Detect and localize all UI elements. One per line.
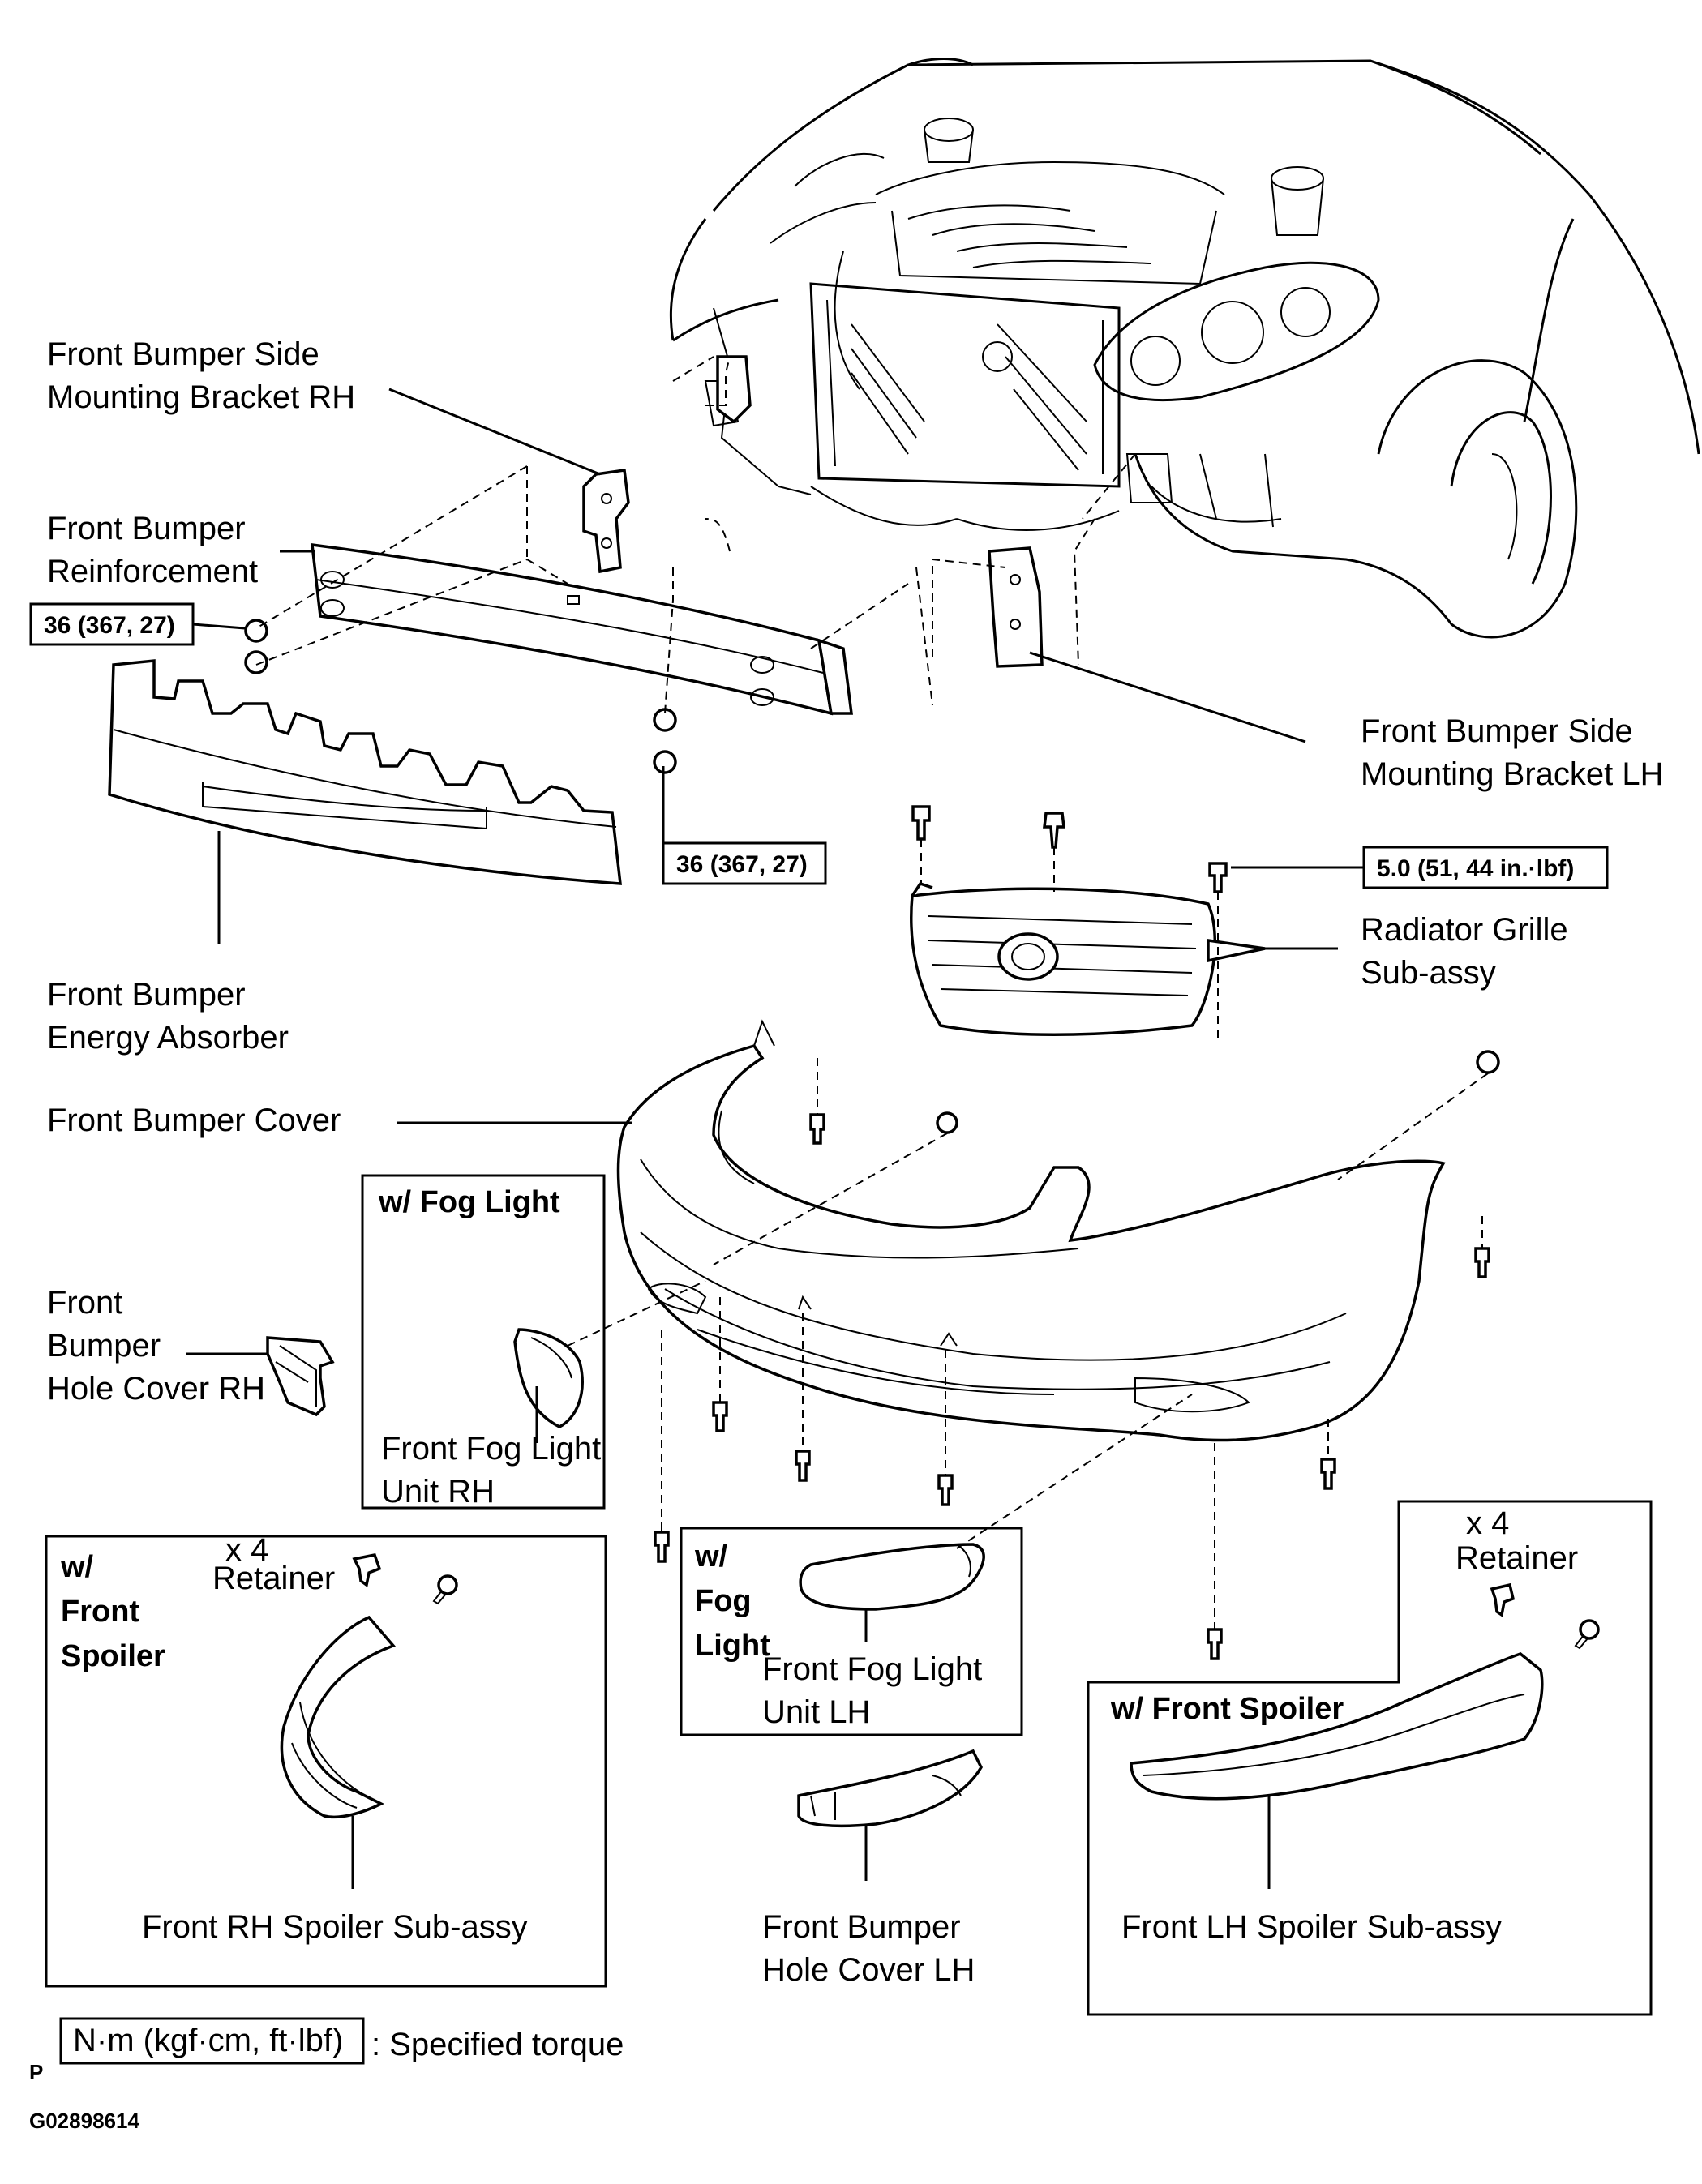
label-energy-absorber-line1: Front Bumper (47, 977, 246, 1013)
label-hole-cover-rh-line1: Front (47, 1285, 122, 1321)
label-energy-absorber-line2: Energy Absorber (47, 1020, 289, 1056)
fog-light-lh-box (680, 1527, 1023, 1736)
label-bracket-lh-line1: Front Bumper Side (1361, 713, 1633, 749)
bumper-side-mounting-bracket-lh (988, 546, 1044, 668)
label-bracket-rh-line2: Mounting Bracket RH (47, 379, 355, 415)
reinforcement-nuts (244, 619, 677, 774)
label-fog-rh-line2: Unit RH (381, 1474, 495, 1510)
label-reinforcement-line1: Front Bumper (47, 511, 246, 546)
label-spoiler-rh: Front RH Spoiler Sub-assy (142, 1909, 528, 1945)
leader-bracket-lh (1029, 651, 1306, 743)
legend-torque-units: N·m (kgf·cm, ft·lbf) (73, 2023, 343, 2058)
label-retainer-rh: Retainer (212, 1561, 335, 1596)
front-spoiler-rh-box (45, 1535, 607, 1988)
torque-reinforcement-lower: 36 (367, 27) (676, 851, 808, 878)
label-retainer-qty-rh: x 4 (225, 1532, 268, 1568)
front-spoiler-lh (1130, 1652, 1544, 1801)
retainer-lh (1490, 1582, 1516, 1617)
fog-light-unit-rh (513, 1328, 584, 1428)
label-fog-lh-line1: Front Fog Light (762, 1651, 982, 1687)
bumper-side-mounting-bracket-rh (582, 355, 752, 574)
label-hole-cover-lh-line2: Hole Cover LH (762, 1952, 975, 1988)
hole-cover-rh (266, 1336, 335, 1417)
label-bracket-lh-line2: Mounting Bracket LH (1361, 756, 1664, 792)
leader-bracket-rh (388, 388, 601, 476)
legend-p-mark: P (29, 2060, 43, 2084)
bumper-energy-absorber (108, 659, 622, 885)
fog-light-rh-box (361, 1174, 606, 1510)
label-spoiler-lh: Front LH Spoiler Sub-assy (1121, 1909, 1502, 1945)
box-title-fog-rh: w/ Fog Light (378, 1185, 560, 1219)
box-title-fog-lh-line3: Light (695, 1629, 770, 1663)
radiator-grille (910, 881, 1266, 1036)
retainer-rh (352, 1552, 382, 1587)
front-spoiler-lh-box (1087, 1500, 1653, 2016)
label-fog-lh-line2: Unit LH (762, 1694, 870, 1730)
box-title-spoiler-rh-line3: Spoiler (61, 1639, 165, 1673)
label-hole-cover-rh-line3: Hole Cover RH (47, 1371, 265, 1407)
vehicle-front-outline (669, 58, 1700, 639)
fastener-dash-lines-upper (255, 356, 1136, 714)
torque-box-reinforcement-lower (662, 841, 827, 885)
screw-rh (432, 1574, 458, 1605)
front-bumper-cover (616, 1019, 1446, 1442)
box-title-spoiler-rh-line1: w/ (60, 1550, 94, 1584)
hole-cover-lh (797, 1749, 983, 1828)
label-grille-line1: Radiator Grille (1361, 912, 1568, 948)
legend-torque-meaning: : Specified torque (371, 2027, 624, 2062)
fog-light-unit-lh (799, 1543, 985, 1611)
label-grille-line2: Sub-assy (1361, 955, 1496, 991)
fog-lh-dash (956, 1394, 1193, 1549)
box-title-fog-lh-line2: Fog (695, 1584, 752, 1618)
box-title-fog-lh-line1: w/ (694, 1540, 728, 1574)
label-retainer-qty-lh: x 4 (1466, 1505, 1509, 1541)
front-spoiler-rh (280, 1615, 396, 1819)
fog-rh-dash (567, 1280, 706, 1347)
label-reinforcement-line2: Reinforcement (47, 554, 258, 589)
grille-screws (911, 805, 1228, 1038)
torque-leader-upper (192, 623, 246, 630)
screw-lh (1574, 1619, 1600, 1650)
label-hole-cover-rh-line2: Bumper (47, 1328, 161, 1364)
torque-grille: 5.0 (51, 44 in.·lbf) (1377, 855, 1574, 882)
box-title-spoiler-rh-line2: Front (61, 1595, 139, 1629)
label-bumper-cover: Front Bumper Cover (47, 1103, 341, 1138)
box-title-spoiler-lh: w/ Front Spoiler (1110, 1692, 1344, 1726)
figure-id: G02898614 (29, 2109, 139, 2133)
torque-legend-box (59, 2017, 365, 2065)
bumper-cover-fasteners (654, 1050, 1500, 1660)
torque-reinforcement-upper: 36 (367, 27) (44, 612, 175, 639)
label-bracket-rh-line1: Front Bumper Side (47, 336, 319, 372)
label-hole-cover-lh-line1: Front Bumper (762, 1909, 961, 1945)
label-fog-rh-line1: Front Fog Light (381, 1431, 601, 1467)
label-retainer-lh: Retainer (1455, 1540, 1578, 1576)
bumper-reinforcement (311, 542, 853, 716)
